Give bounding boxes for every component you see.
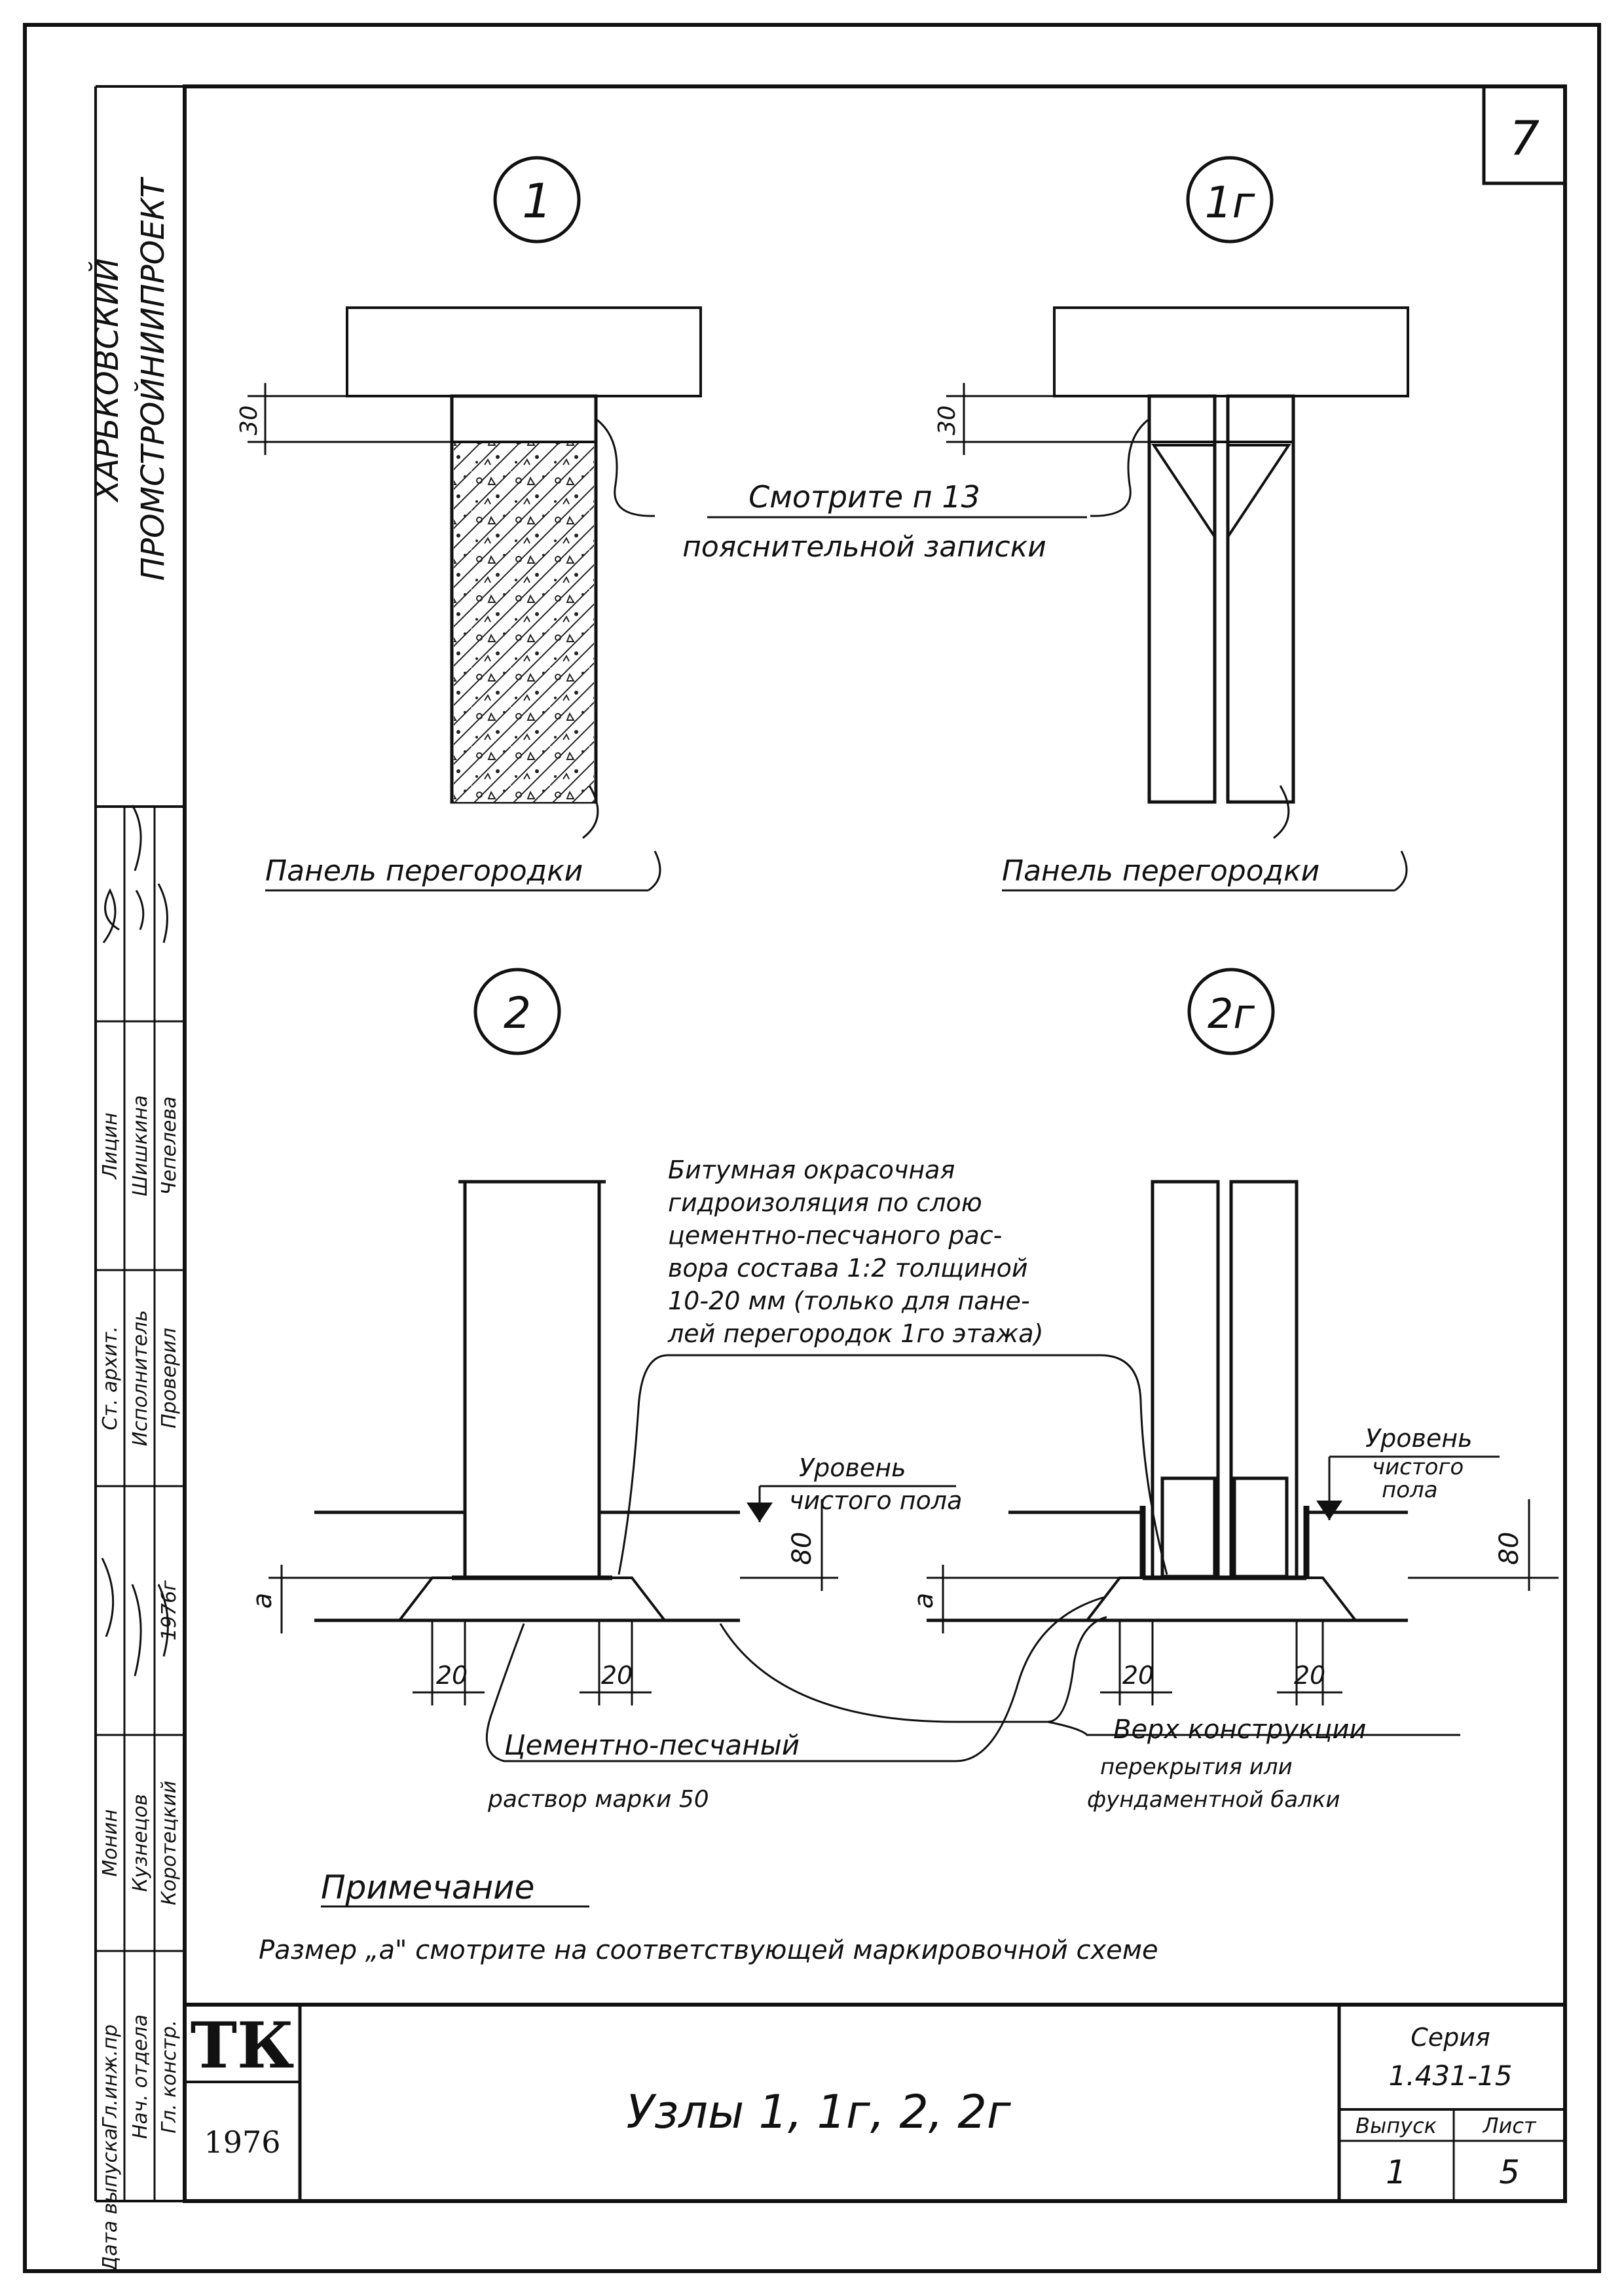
floor-level-left-1: Уровень xyxy=(799,1453,906,1482)
floor-slab-1g xyxy=(1053,306,1409,397)
stamp-role-2: Нач. отдела xyxy=(129,2014,152,2139)
see-note-line1: Смотрите п 13 xyxy=(748,479,980,515)
bitumen-line-1: Битумная окрасочная xyxy=(668,1156,955,1184)
dim-a-node2g: a xyxy=(909,1593,939,1609)
dim-20-c: 20 xyxy=(1122,1661,1154,1690)
label-panel-right: Панель перегородки xyxy=(1002,854,1320,888)
bitumen-line-4: вора состава 1:2 толщиной xyxy=(668,1254,1028,1283)
structure-line-2: перекрытия или xyxy=(1100,1754,1293,1780)
mortar-line-1: Цементно-песчаный xyxy=(504,1729,800,1761)
series-value: 1.431-15 xyxy=(1389,2060,1513,2092)
structure-line-3: фундаментной балки xyxy=(1087,1787,1340,1813)
mortar-line-2: раствор марки 50 xyxy=(487,1786,709,1813)
floor-level-right-2: чистого xyxy=(1372,1454,1464,1480)
floor-level-right-3: пола xyxy=(1382,1477,1438,1503)
dim-a-node2: a xyxy=(248,1593,278,1609)
sheet-label: Лист xyxy=(1482,2113,1536,2138)
floor-slab-1 xyxy=(346,306,702,397)
stamp-name2-1: Лицин xyxy=(99,1112,122,1180)
drawing-frame xyxy=(183,84,1567,2203)
detail-node-1: 1 30 Панель перегородки xyxy=(236,156,702,892)
mortar-bed-2 xyxy=(396,1576,668,1622)
callout-structure-top: Верх конструкции перекрытия или фундамен… xyxy=(719,1616,1460,1813)
sheet-value: 5 xyxy=(1499,2153,1520,2191)
dim-80-node2: 80 xyxy=(787,1532,817,1565)
detail-node-2: 2 Уровень чистого пола 80 a 20 20 xyxy=(248,968,962,1705)
note-section: Примечание Размер „а" смотрите на соотве… xyxy=(259,1868,1158,1965)
detail-node-2g: 2г Уровень чистого пола 80 a 20 20 xyxy=(909,968,1559,1705)
see-note-line2: пояснительной записки xyxy=(682,530,1046,564)
logo-tk: ТК xyxy=(191,2009,295,2083)
label-panel-left: Панель перегородки xyxy=(265,854,583,888)
mortar-bed-2g xyxy=(1084,1576,1359,1622)
dim-80-node2g: 80 xyxy=(1494,1532,1524,1565)
partition-panel-1 xyxy=(454,442,594,802)
node-marker-circle-2 xyxy=(473,968,561,1055)
bitumen-line-3: цементно-песчаного рас- xyxy=(668,1221,1002,1250)
issue-value: 1 xyxy=(1386,2153,1407,2191)
bitumen-line-5: 10-20 мм (только для пане- xyxy=(668,1286,1030,1315)
callout-mortar: Цементно-песчаный раствор марки 50 xyxy=(485,1596,1104,1813)
issue-label: Выпуск xyxy=(1356,2113,1437,2138)
stamp-role-4: Дата выпуска xyxy=(99,2128,122,2273)
node-marker-circle-1g xyxy=(1186,156,1274,244)
outer-frame xyxy=(23,23,1601,2273)
side-title-line1: ХАРЬКОВСКИЙ xyxy=(88,258,126,503)
seal-layer-1g xyxy=(1148,395,1295,443)
node-marker-circle-2g xyxy=(1187,968,1275,1055)
seal-layer-1 xyxy=(451,395,597,443)
sheet-number-box xyxy=(1482,84,1567,185)
partition-panel-2 xyxy=(463,1180,601,1580)
partition-panel-1g-left xyxy=(1147,394,1217,804)
detail-node-1g: 1г 30 Панель перегородки xyxy=(934,156,1409,892)
side-title: ХАРЬКОВСКИЙ ПРОМСТРОЙНИИПРОЕКТ xyxy=(88,176,172,581)
callout-bitumen: Битумная окрасочная гидроизоляция по сло… xyxy=(618,1156,1168,1575)
note-title: Примечание xyxy=(321,1868,534,1906)
stamp-role2-2: Исполнитель xyxy=(129,1310,152,1446)
node-marker-label-1: 1 xyxy=(522,173,552,228)
dim-30-node1: 30 xyxy=(236,405,263,435)
stamp-name-3: Коротецкий xyxy=(158,1781,181,1906)
stamp-role2-1: Ст. архит. xyxy=(99,1326,122,1430)
node-marker-label-1g: 1г xyxy=(1205,177,1255,228)
stamp-role-3: Гл. констр. xyxy=(158,2020,181,2134)
sheet-number: 7 xyxy=(1509,111,1540,166)
side-title-line2: ПРОМСТРОЙНИИПРОЕКТ xyxy=(134,176,172,581)
stamp-name2-2: Шишкина xyxy=(129,1095,152,1197)
approval-stamp: Гл.инж.пр Нач. отдела Гл. констр. Монин … xyxy=(96,805,185,2272)
partition-panel-1g-right xyxy=(1226,394,1295,804)
drawing-title: Узлы 1, 1г, 2, 2г xyxy=(626,2085,1012,2139)
stamp-role2-3: Проверил xyxy=(158,1328,181,1429)
title-block: ТК 1976 Узлы 1, 1г, 2, 2г Серия 1.431-15… xyxy=(185,2003,1565,2201)
stamp-name-1: Монин xyxy=(99,1810,122,1877)
dim-20-b: 20 xyxy=(601,1661,633,1690)
note-text: Размер „а" смотрите на соответствующей м… xyxy=(259,1935,1158,1965)
node-marker-label-2: 2 xyxy=(504,988,531,1038)
stamp-name-2: Кузнецов xyxy=(129,1794,152,1892)
dim-20-d: 20 xyxy=(1294,1661,1325,1690)
node-marker-circle-1 xyxy=(493,156,581,244)
series-label: Серия xyxy=(1411,2023,1490,2052)
floor-level-right-1: Уровень xyxy=(1365,1424,1473,1453)
bitumen-line-6: лей перегородок 1го этажа) xyxy=(667,1319,1043,1348)
callout-see-note: Смотрите п 13 пояснительной записки xyxy=(595,418,1150,564)
dim-20-a: 20 xyxy=(436,1661,468,1690)
floor-level-left-2: чистого пола xyxy=(789,1486,962,1515)
bitumen-line-2: гидроизоляция по слою xyxy=(668,1188,982,1217)
title-year: 1976 xyxy=(204,2124,280,2160)
stamp-role-1: Гл.инж.пр xyxy=(99,2024,122,2129)
structure-line-1: Верх конструкции xyxy=(1113,1715,1366,1745)
node-marker-label-2g: 2г xyxy=(1208,990,1255,1038)
stamp-name2-3: Чепелева xyxy=(158,1097,181,1195)
dim-30-node1g: 30 xyxy=(934,405,961,435)
